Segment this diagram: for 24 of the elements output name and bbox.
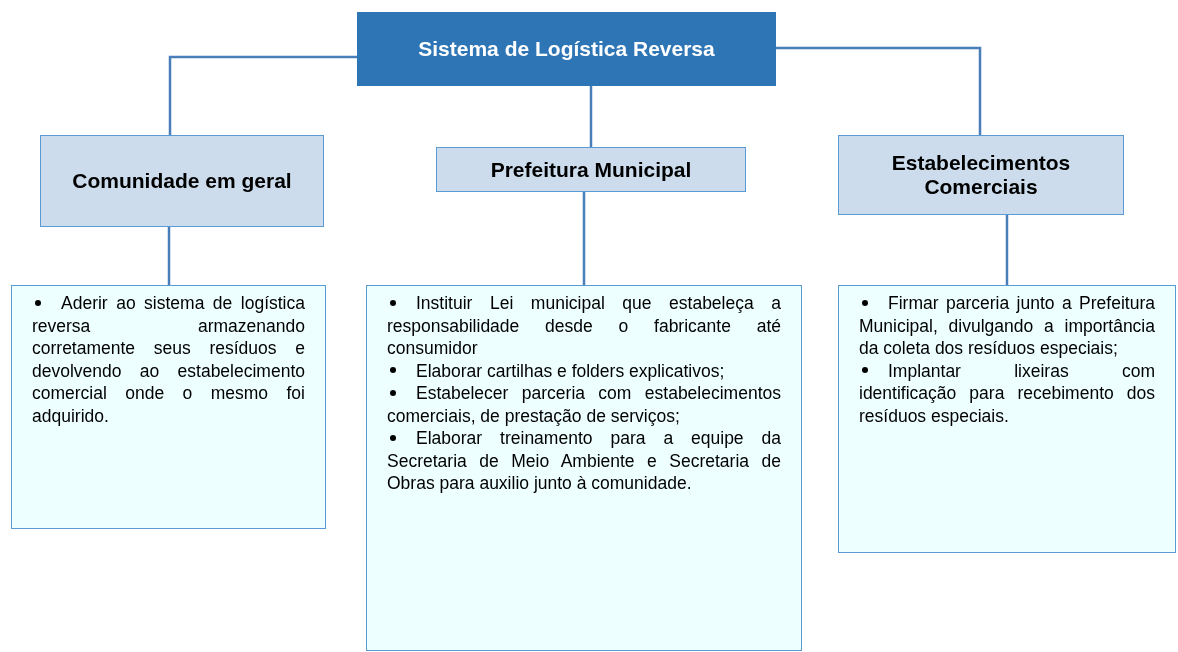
bullet-text: Instituir Lei municipal que estabeleça a responsabilidade desde o fabricante até consumidor [387, 292, 781, 360]
connector-line [589, 86, 593, 147]
bullet-text: Implantar lixeiras com identificação para recebimento dos resíduos especiais. [859, 359, 1155, 427]
box-label: Sistema de Logística Reversa [418, 37, 715, 61]
bullet-text: Estabelecer parceria com estabelecimentos comerciais, de prestação de serviços; [387, 382, 781, 427]
box-label: Estabelecimentos Comerciais [890, 151, 1072, 199]
action-list-box [11, 285, 326, 529]
connector-line [167, 227, 171, 285]
action-list-box [366, 285, 802, 651]
box-label: Prefeitura Municipal [490, 157, 692, 182]
bullet-text: Elaborar treinamento para a equipe da Secretaria de Meio Ambiente e Secretaria de Obras para auxilio junto à comunidade. [387, 427, 781, 495]
connector-line [582, 192, 586, 285]
category-box [40, 135, 324, 227]
connector-line [168, 55, 357, 135]
box-label: Comunidade em geral [72, 169, 292, 193]
category-box [838, 135, 1124, 215]
bullet-text: Aderir ao sistema de logística reversa armazenando corretamente seus resíduos e devolvendo ao estabelecimento comercial onde o mesmo foi adquirido. [32, 292, 305, 427]
title-box [357, 12, 776, 86]
category-box [436, 147, 746, 192]
bullet-text: Firmar parceria junto a Prefeitura Municipal, divulgando a importância da coleta dos resíduos especiais; [859, 292, 1155, 360]
connector-line [776, 46, 982, 135]
connector-line [1005, 215, 1009, 285]
action-list-box [838, 285, 1176, 553]
bullet-text: Elaborar cartilhas e folders explicativos; [387, 359, 781, 382]
